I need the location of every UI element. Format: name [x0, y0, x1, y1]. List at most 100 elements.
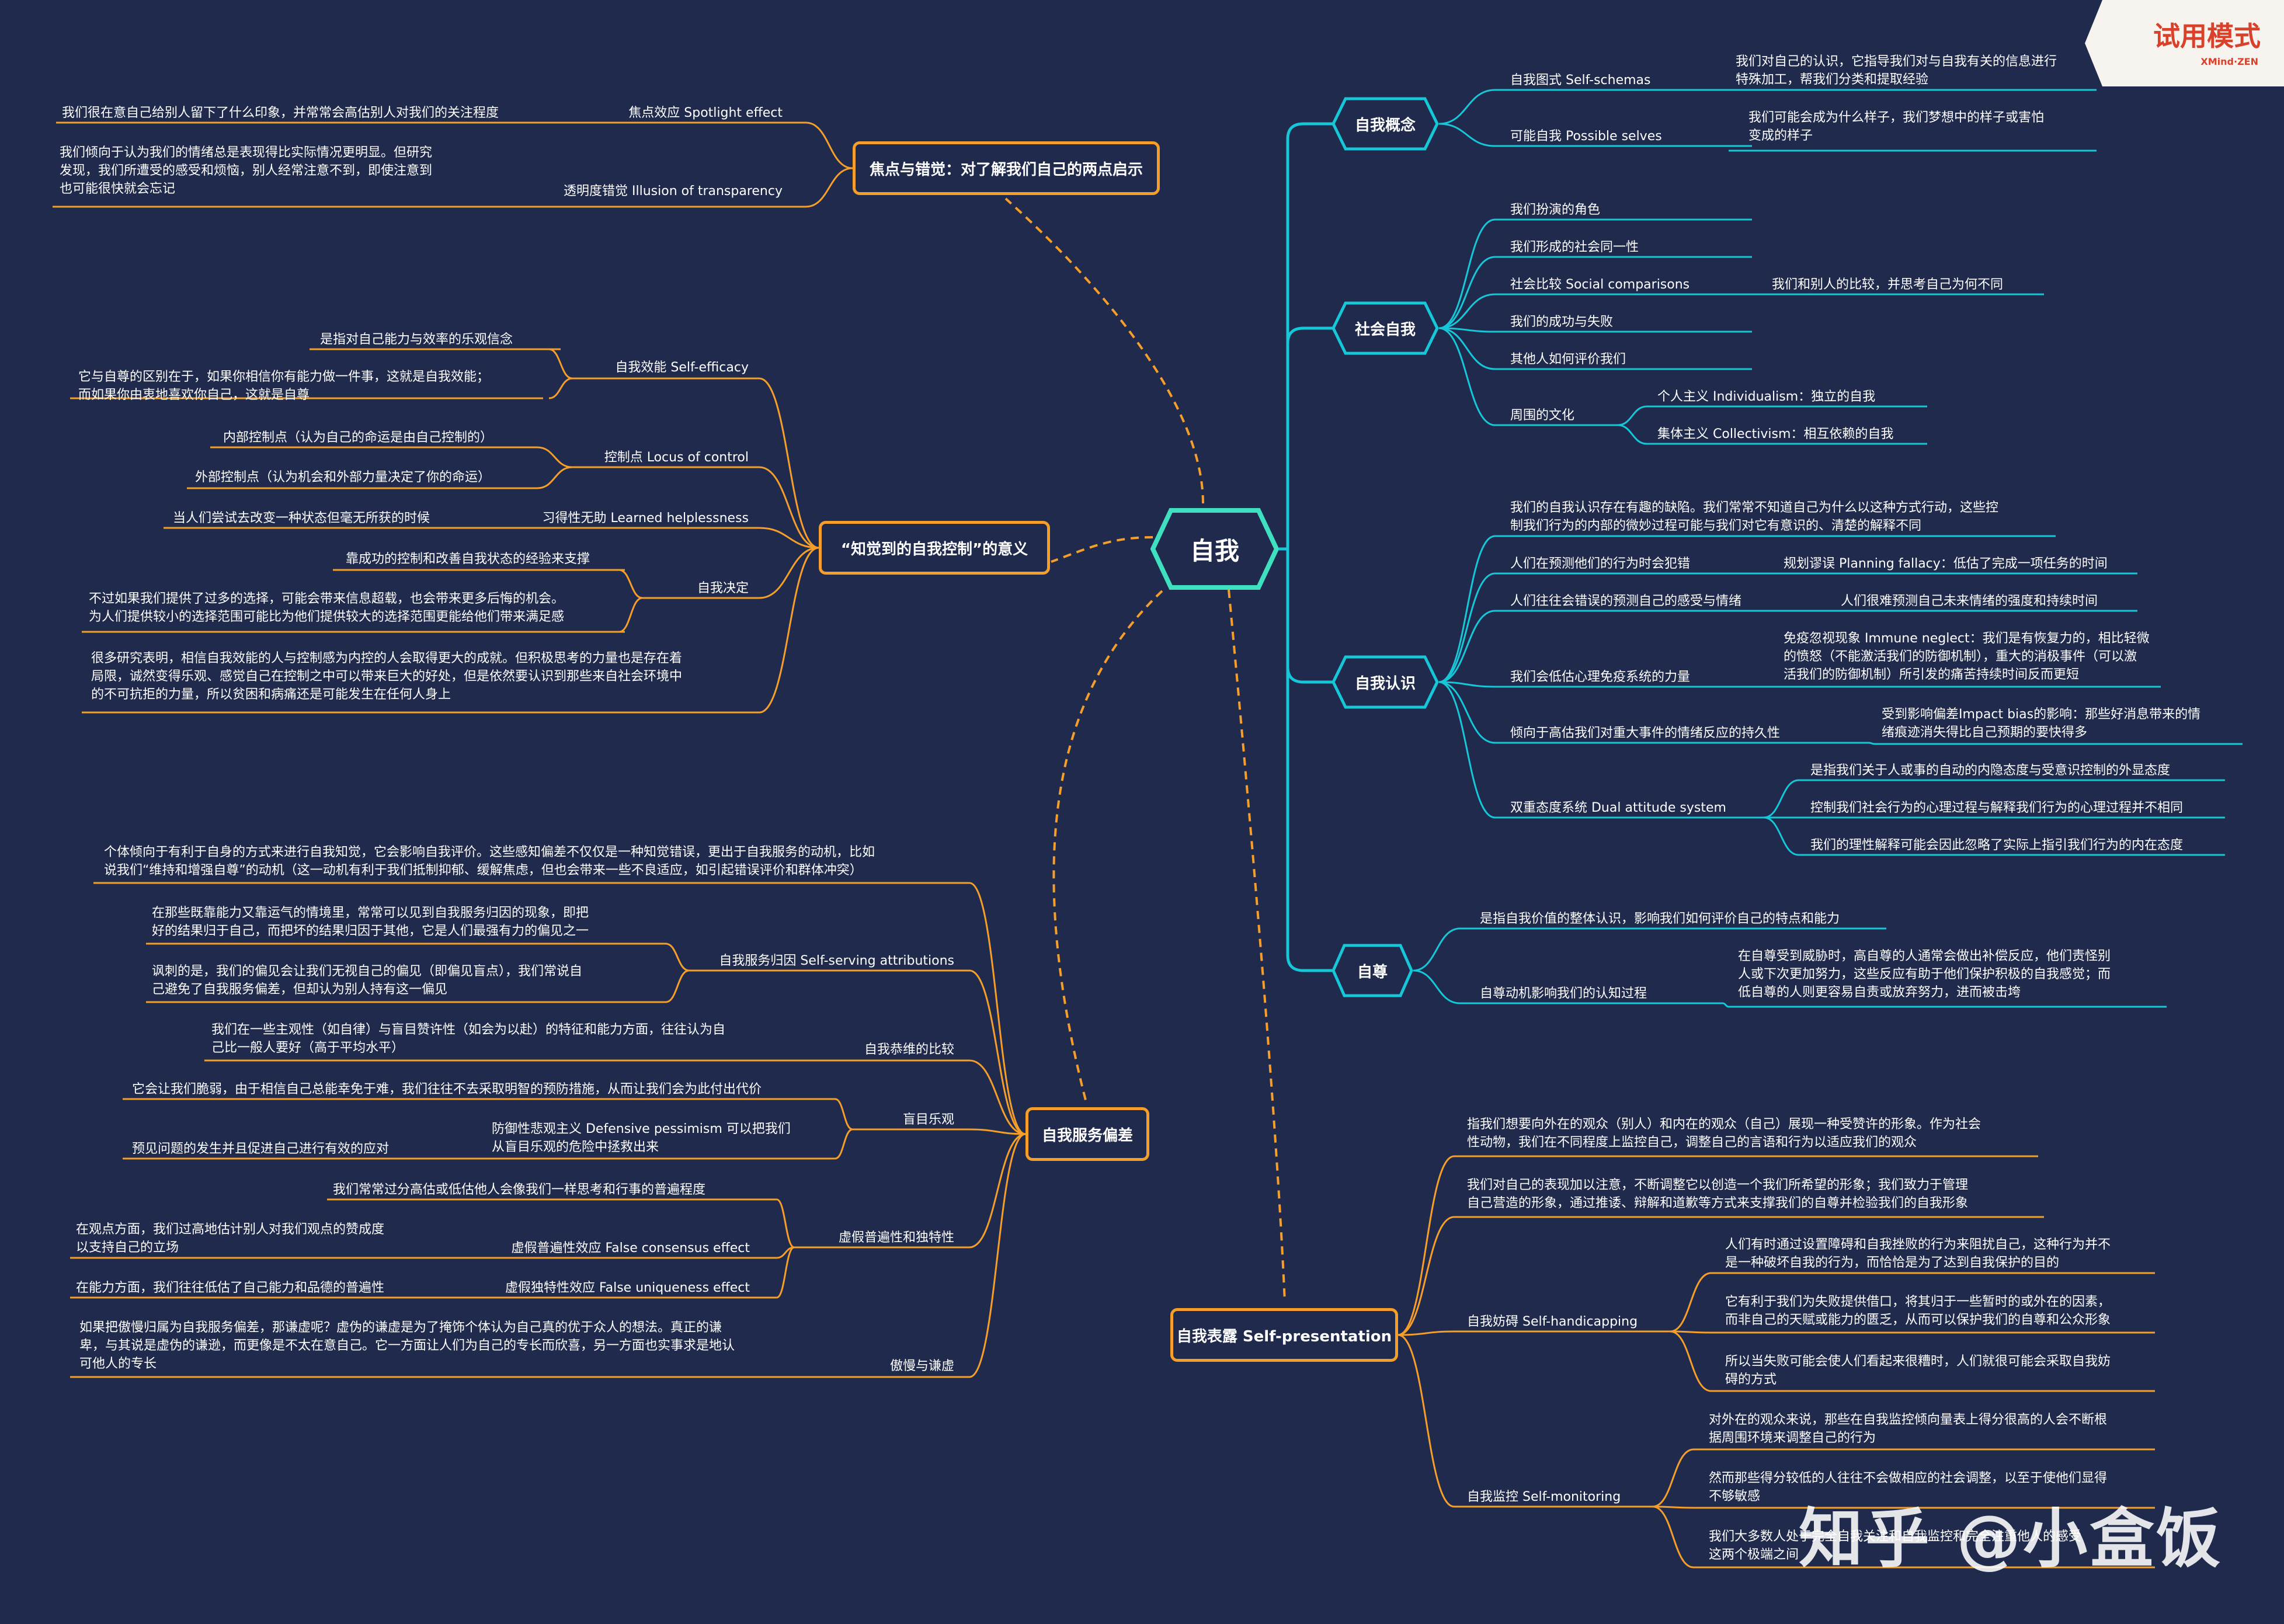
node-unrealistic-optimism[interactable]: 盲目乐观 [902, 1112, 954, 1127]
node-locus-internal: 内部控制点（认为自己的命运是由自己控制的） [223, 430, 493, 445]
connector-58 [1228, 589, 1286, 1303]
connector-86 [759, 377, 819, 549]
topic-self-concept[interactable]: 自我概念 [1332, 97, 1439, 151]
node-false-consensus[interactable]: 虚假普遍性效应 False consensus effect [511, 1241, 750, 1256]
node-esteem-motive[interactable]: 自尊动机影响我们的认知过程 [1480, 986, 1647, 1001]
connector-91 [548, 377, 573, 399]
node-spotlight-effect[interactable]: 焦点效应 Spotlight effect [628, 106, 783, 120]
node-monitor-1: 对外在的观众来说，那些在自我监控倾向量表上得分很高的人会不断根 据周围环境来调整… [1709, 1413, 2108, 1446]
node-pres-t2: 我们对自己的表现加以注意，不断调整它以创造一个我们所希望的形象；我们致力于管理 … [1467, 1178, 1969, 1211]
node-others-judge[interactable]: 其他人如何评价我们 [1510, 352, 1626, 367]
connector-17 [1438, 327, 1496, 333]
node-spotlight-detail: 我们很在意自己给别人留下了什么印象，并常常会高估别人对我们的关注程度 [62, 106, 499, 120]
topic-self-serving-bias[interactable]: 自我服务偏差 [1025, 1107, 1149, 1161]
node-culture[interactable]: 周围的文化 [1510, 408, 1575, 423]
node-flatter-detail: 我们在一些主观性（如自律）与盲目赞许性（如会为以赴）的特征和能力方面，往往认为自… [211, 1023, 726, 1056]
node-handicap-2: 它有利于我们为失败提供借口，将其归于一些暂时的或外在的因素， 而非自己的天赋或能… [1725, 1295, 2111, 1328]
node-possible-selves[interactable]: 可能自我 Possible selves [1510, 129, 1662, 144]
node-bias-intro: 个体倾向于有利于自身的方式来进行自我知觉，它会影响自我评价。这些感知偏差不仅仅是… [104, 845, 875, 878]
connector-89 [548, 348, 573, 380]
connector-22 [1438, 327, 1496, 426]
node-social-identity[interactable]: 我们形成的社会同一性 [1510, 240, 1639, 255]
topic-spotlight-illusion[interactable]: 焦点与错觉：对了解我们自己的两点启示 [853, 141, 1160, 195]
node-false-uniqueness[interactable]: 虚假独特性效应 False uniqueness effect [505, 1281, 750, 1295]
node-false-consensus-uniqueness[interactable]: 虚假普遍性和独特性 [838, 1230, 954, 1245]
connector-52 [1413, 927, 1461, 972]
node-planning-fallacy: 规划谬误 Planning fallacy：低估了完成一项任务的时间 [1784, 557, 2108, 571]
node-predict-behavior[interactable]: 人们在预测他们的行为时会犯错 [1510, 557, 1691, 571]
connector-65 [1670, 1272, 1712, 1333]
connector-71 [1397, 1334, 1455, 1508]
node-locus-external: 外部控制点（认为机会和外部力量决定了你的命运） [195, 470, 491, 485]
connector-103 [618, 569, 643, 599]
node-helpless-detail: 当人们尝试去改变一种状态但毫无所获的时候 [173, 511, 430, 526]
node-locus-of-control[interactable]: 控制点 Locus of control [604, 450, 749, 465]
node-impact[interactable]: 倾向于高估我们对重大事件的情绪反应的持久性 [1510, 726, 1781, 740]
node-roles[interactable]: 我们扮演的角色 [1510, 203, 1601, 217]
topic-self-presentation[interactable]: 自我表露 Self-presentation [1170, 1308, 1398, 1362]
connector-11 [1438, 218, 1496, 329]
node-esteem-def: 是指自我价值的整体认识，影响我们如何评价自己的特点和能力 [1480, 912, 1840, 926]
connector-33 [1438, 610, 1496, 683]
connector-13 [1438, 256, 1496, 329]
connector-116 [969, 1059, 1026, 1135]
node-pride-modesty[interactable]: 傲慢与谦虚 [889, 1359, 954, 1373]
node-self-serving-attributions[interactable]: 自我服务归因 Self-serving attributions [719, 954, 954, 968]
node-social-comparison-detail: 我们和别人的比较，并思考自己为何不同 [1772, 277, 2004, 292]
node-self-efficacy[interactable]: 自我效能 Self-efficacy [615, 360, 749, 375]
connector-73 [1652, 1448, 1694, 1508]
connector-113 [665, 943, 690, 972]
node-self-monitoring[interactable]: 自我监控 Self-monitoring [1467, 1490, 1621, 1504]
connector-105 [618, 597, 643, 633]
zhihu-watermark: 知乎 @小盒饭 [1799, 1501, 2223, 1576]
connector-40 [1438, 681, 1496, 744]
node-self-determination[interactable]: 自我决定 [697, 581, 749, 596]
node-predict-feeling[interactable]: 人们往往会错误的预测自己的感受与情绪 [1510, 594, 1742, 608]
node-self-schemas-detail: 我们对自己的认识，它指导我们对与自我有关的信息进行 特殊加工，帮我们分类和提取经… [1736, 54, 2057, 88]
node-defensive-pessimism[interactable]: 防御性悲观主义 Defensive pessimism 可以把我们 从盲目乐观的… [492, 1122, 791, 1155]
topic-perceived-control[interactable]: “知觉到的自我控制”的意义 [819, 521, 1050, 575]
node-monitor-3: 我们大多数人处于完全自我关注和自我监控和完全注重他人的感受 这两个极端之间 [1709, 1529, 2082, 1563]
node-immune[interactable]: 我们会低估心理免疫系统的力量 [1510, 670, 1691, 684]
node-handicap-3: 所以当失败可能会使人们看起来很糟时，人们就很可能会采取自我妨 碍的方式 [1725, 1354, 2111, 1387]
node-dual-2: 控制我们社会行为的心理过程与解释我们行为的心理过程并不相同 [1810, 801, 2184, 815]
connector-95 [537, 446, 573, 468]
connector-82 [805, 121, 853, 169]
topic-self-knowledge[interactable]: 自我认识 [1332, 655, 1439, 709]
connector-75 [1652, 1505, 1694, 1509]
node-knowledge-intro: 我们的自我认识存在有趣的缺陷。我们常常不知道自己为什么以这种方式行动，这些控 制… [1510, 500, 1999, 534]
connector-81 [1052, 590, 1163, 1103]
node-self-schemas[interactable]: 自我图式 Self-schemas [1510, 73, 1651, 88]
connector-4 [1286, 549, 1333, 972]
node-transparency[interactable]: 透明度错觉 Illusion of transparency [564, 184, 783, 199]
node-flattering-comparison[interactable]: 自我恭维的比较 [864, 1042, 954, 1057]
connector-110 [969, 969, 1026, 1135]
connector-92 [759, 466, 819, 549]
node-optimism-d1: 它会让我们脆弱，由于相信自己总能幸免于难，我们往往不去采取明智的预防措施，从而让… [132, 1082, 762, 1097]
node-learned-helplessness[interactable]: 习得性无助 Learned helplessness [542, 511, 749, 526]
connector-54 [1413, 969, 1461, 1004]
connector-56 [1722, 1002, 1729, 1008]
node-social-comparison[interactable]: 社会比较 Social comparisons [1510, 277, 1690, 292]
node-self-handicapping[interactable]: 自我妨碍 Self-handicapping [1467, 1314, 1638, 1329]
node-consensus-detail: 在观点方面，我们过高地估计别人对我们观点的赞成度 以支持自己的立场 [76, 1222, 385, 1256]
node-defensive-detail: 预见问题的发生并且促进自己进行有效的应对 [132, 1142, 390, 1156]
connector-46 [1763, 779, 1799, 819]
trial-mode-ribbon[interactable]: 试用模式 XMind·ZEN [2085, 0, 2284, 86]
node-dual-attitude[interactable]: 双重态度系统 Dual attitude system [1510, 801, 1726, 815]
node-transparency-detail: 我们倾向于认为我们的情绪总是表现得比实际情况更明显。但研究 发现，我们所遭受的感… [60, 145, 433, 197]
node-uniqueness-detail: 在能力方面，我们往往低估了自己能力和品德的普遍性 [76, 1281, 385, 1295]
node-collectivism: 集体主义 Collectivism：相互依赖的自我 [1657, 427, 1894, 441]
node-success-failure[interactable]: 我们的成功与失败 [1510, 315, 1614, 329]
connector-80 [1051, 536, 1153, 563]
connector-106 [759, 547, 819, 714]
connector-67 [1670, 1330, 1712, 1334]
node-false-d1: 我们常常过分高估或低估他人会像我们一样思考和行事的普遍程度 [333, 1183, 706, 1197]
center-node[interactable]: 自我 [1150, 508, 1279, 590]
connector-44 [1438, 681, 1496, 819]
topic-social-self[interactable]: 社会自我 [1332, 301, 1439, 355]
connector-59 [1397, 1155, 1455, 1336]
connector-100 [759, 547, 819, 599]
topic-self-esteem[interactable]: 自尊 [1332, 944, 1413, 997]
